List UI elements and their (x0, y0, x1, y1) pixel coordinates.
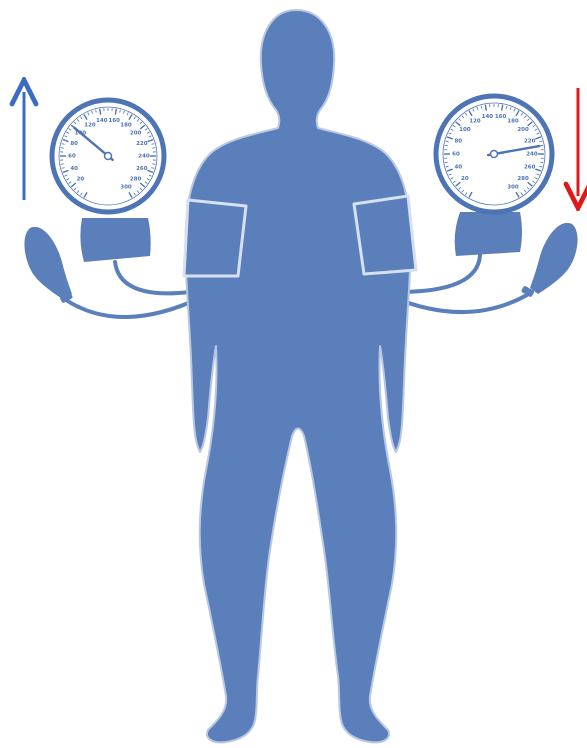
left-tubes (66, 262, 200, 317)
right-gauge-label: 180 (507, 119, 519, 125)
left-gauge-label: 20 (77, 177, 85, 183)
right-gauge-label: 80 (454, 139, 462, 145)
right-gauge-tick (540, 145, 543, 146)
right-gauge-pivot (491, 151, 498, 158)
left-gauge-label: 140 (96, 118, 108, 124)
right-gauge-label: 140 (482, 114, 494, 120)
right-gauge-label: 120 (469, 119, 481, 125)
right-gauge-label: 240 (526, 152, 538, 158)
left-gauge-label: 80 (70, 141, 78, 147)
right-gauge-dial: 20 40 60 80 100 120140160180 200 220 240 260 280 30… (436, 96, 552, 212)
left-gauge-label: 240 (138, 154, 150, 160)
right-gauge-label: 40 (454, 164, 462, 170)
left-gauge-label: 160 (109, 118, 121, 124)
right-gauge-label: 200 (517, 127, 529, 133)
left-gauge-label: 220 (136, 141, 148, 147)
left-gauge-pivot (105, 153, 112, 160)
right-bulb (530, 223, 578, 294)
left-bulb (24, 227, 72, 300)
right-gauge-label: 220 (524, 139, 536, 145)
right-gauge-label: 20 (461, 176, 469, 182)
left-gauge-label: 40 (70, 166, 78, 172)
right-gauge-tick (445, 162, 448, 163)
left-gauge-stand (80, 218, 150, 262)
left-gauge-label: 60 (68, 154, 76, 160)
right-arm-cuff (354, 196, 416, 274)
right-gauge-label: 100 (459, 127, 471, 133)
left-gauge-label: 120 (84, 122, 96, 128)
left-gauge-tick (152, 148, 155, 149)
left-arm-cuff (184, 200, 246, 276)
left-sphygmomanometer: 2040608010012014016018020022024026028030… (24, 100, 164, 303)
left-gauge-tick (152, 164, 155, 165)
left-gauge-label: 260 (136, 166, 148, 172)
human-silhouette-icon (185, 10, 410, 742)
left-gauge-dial: 2040608010012014016018020022024026028030… (52, 100, 164, 212)
right-gauge-tick (540, 162, 543, 163)
right-gauge-stand (455, 212, 522, 256)
left-gauge-label: 300 (120, 185, 132, 191)
right-gauge-label: 280 (517, 176, 529, 182)
left-gauge-tick (61, 164, 64, 165)
right-gauge-label: 60 (452, 152, 460, 158)
left-gauge-tick (61, 148, 64, 149)
left-gauge-label: 200 (130, 130, 142, 136)
right-gauge-label: 260 (524, 164, 536, 170)
left-gauge-label: 280 (130, 177, 142, 183)
left-gauge-label: 180 (120, 122, 132, 128)
right-gauge-label: 300 (507, 184, 519, 190)
right-gauge-tick (445, 145, 448, 146)
right-gauge-label: 160 (495, 114, 507, 120)
